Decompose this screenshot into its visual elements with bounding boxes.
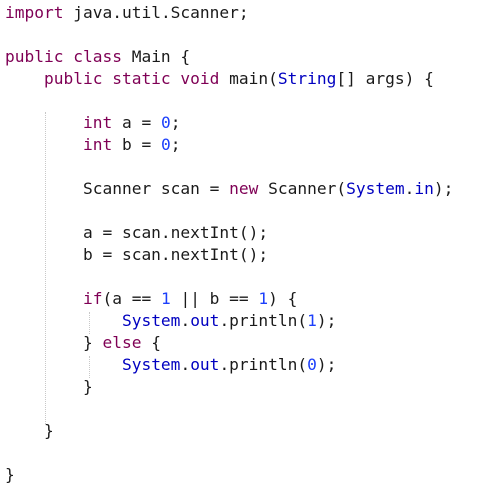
code-token: { [141,333,161,352]
code-line[interactable]: } else { [5,332,161,354]
code-token: a = [112,113,161,132]
code-token [5,355,122,374]
code-token: Scanner scan = [5,179,230,198]
indent-guide-if [89,312,90,334]
indent-guide-else [89,356,90,378]
code-token: . [180,311,191,330]
code-token: public class [5,47,122,66]
code-line[interactable]: } [5,464,15,486]
code-token: else [102,333,142,352]
code-token: a = scan.nextInt(); [5,223,269,242]
code-token: .println( [219,355,308,374]
code-token: int [82,113,113,132]
code-token [5,69,44,88]
code-line[interactable]: import java.util.Scanner; [5,2,249,24]
code-token: if [82,289,103,308]
code-line[interactable]: b = scan.nextInt(); [5,244,268,266]
code-token [5,135,83,154]
code-token: 1 [307,311,317,330]
code-token: main( [219,69,278,88]
code-line[interactable]: int b = 0; [5,134,180,156]
code-token: ); [316,311,337,330]
code-token: int [82,135,113,154]
code-line[interactable]: Scanner scan = new Scanner(System.in); [5,178,453,200]
code-token: System [121,355,181,374]
code-token: System [121,311,181,330]
code-line[interactable]: System.out.println(1); [5,310,336,332]
code-token: (a == [102,289,161,308]
code-token [5,289,83,308]
code-line[interactable]: public static void main(String[] args) { [5,68,434,90]
code-token: 0 [160,135,171,154]
code-token: .println( [219,311,308,330]
code-token: 0 [160,113,171,132]
code-token: ) { [268,289,298,308]
code-token: Main { [121,47,191,66]
code-token: out [190,355,220,374]
code-line[interactable]: int a = 0; [5,112,180,134]
code-token: import [5,3,64,22]
code-token: Scanner( [258,179,347,198]
code-token [5,113,83,132]
code-token: } [5,465,15,484]
code-token: } [5,377,93,396]
code-token: ; [170,135,181,154]
code-token: b = [112,135,161,154]
indent-guide-method [45,112,46,424]
code-token: ; [170,113,181,132]
code-token: . [404,179,415,198]
code-token [5,311,122,330]
code-line[interactable]: public class Main { [5,46,190,68]
code-token: 0 [307,355,317,374]
code-line[interactable]: System.out.println(0); [5,354,336,376]
code-token: java.util.Scanner; [63,3,249,22]
code-token: } [5,333,103,352]
code-token: . [180,355,191,374]
code-token: in [414,179,434,198]
code-line[interactable]: } [5,420,54,442]
code-token: String [277,69,337,88]
code-token: ); [316,355,337,374]
code-line[interactable]: if(a == 1 || b == 1) { [5,288,297,310]
code-token: [] args) { [336,69,434,88]
code-token: ); [433,179,454,198]
code-token: public static void [43,69,220,88]
code-token: 1 [258,289,269,308]
code-token: new [229,179,259,198]
code-token: 1 [160,289,171,308]
code-token: } [5,421,54,440]
code-token: System [346,179,405,198]
code-token: || b == [170,289,259,308]
code-line[interactable]: } [5,376,93,398]
code-token: b = scan.nextInt(); [5,245,269,264]
code-token: out [190,311,220,330]
code-line[interactable]: a = scan.nextInt(); [5,222,268,244]
